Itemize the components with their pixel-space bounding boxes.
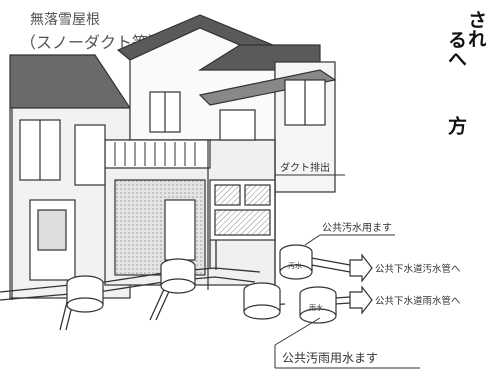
arrow-to-storm bbox=[349, 285, 373, 315]
sewage-inlet-mark: 汚水 bbox=[288, 261, 302, 270]
label-sewage-inlet: 公共汚水用ます bbox=[322, 221, 392, 234]
label-rain-inlet: 公共汚雨用水ます bbox=[282, 351, 378, 365]
public-rain-inlet bbox=[299, 286, 337, 324]
inlet-mid bbox=[243, 282, 281, 320]
inlet-left-1 bbox=[66, 275, 104, 313]
side-vertical-text: され るへ 方 bbox=[444, 10, 486, 160]
inlet-left-2 bbox=[160, 258, 196, 294]
roof-title-line1: 無落雪屋根 bbox=[30, 12, 100, 28]
arrow-to-sewer bbox=[349, 253, 373, 283]
label-duct-exit: ダクト排出 bbox=[280, 161, 330, 174]
rain-inlet-mark: 雨水 bbox=[309, 303, 323, 312]
label-to-storm: 公共下水道雨水管へ bbox=[375, 295, 461, 307]
side-text-col2: るへ bbox=[445, 30, 467, 68]
side-text-col1: され bbox=[465, 10, 486, 48]
public-sewage-inlet bbox=[279, 244, 313, 280]
side-text-col3: 方 bbox=[445, 116, 467, 135]
label-to-sewer: 公共下水道汚水管へ bbox=[375, 263, 461, 275]
house bbox=[9, 14, 337, 300]
